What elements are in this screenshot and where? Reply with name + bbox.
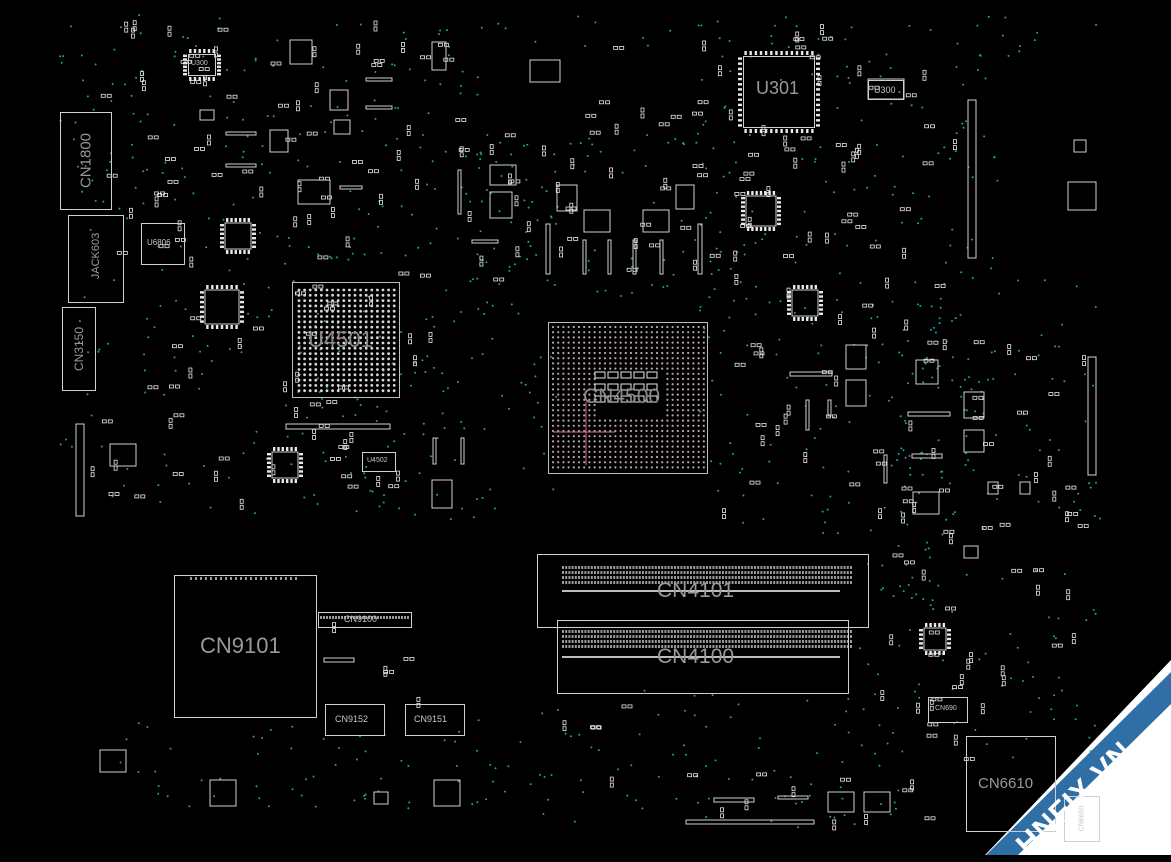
u300-top-chip[interactable] — [188, 54, 216, 76]
cn4500-socket[interactable] — [548, 322, 708, 474]
jack603-label: JACK603 — [90, 232, 102, 280]
u301-label: U301 — [756, 78, 800, 98]
u4501-label: U4501 — [308, 327, 373, 352]
cn9152-connector[interactable] — [325, 704, 385, 736]
u6806-label: U6806 — [147, 238, 171, 247]
cn690-label: CN690 — [935, 705, 957, 712]
u6806-chip[interactable] — [141, 223, 185, 265]
cn9151-connector[interactable] — [405, 704, 465, 736]
cn4100-label: CN4100 — [657, 645, 735, 668]
cn4500-label: CN4500 — [583, 385, 661, 408]
cn4100-slot[interactable] — [557, 620, 849, 694]
cn6600-connector[interactable] — [1064, 796, 1100, 842]
cn3150-label: CN3150 — [72, 326, 86, 372]
u301-chip[interactable] — [743, 56, 815, 128]
cn6610-label: CN6610 — [978, 775, 1034, 792]
u4502-label: U4502 — [367, 457, 388, 464]
cn9101-connector[interactable] — [174, 575, 317, 718]
cn9151-label: CN9151 — [414, 714, 448, 724]
cn1800-connector[interactable] — [60, 112, 112, 210]
u300-top-label: U300 — [191, 60, 208, 67]
jack603-connector[interactable] — [68, 215, 124, 303]
u300-chip[interactable] — [868, 80, 904, 100]
cn6610-connector[interactable] — [966, 736, 1056, 832]
cn9100-label: CN9100 — [344, 614, 378, 624]
u300-label: U300 — [874, 85, 896, 95]
cn9101-label: CN9101 — [200, 633, 281, 658]
cn690-connector[interactable] — [928, 697, 968, 723]
u4501-chip[interactable] — [292, 282, 400, 398]
cn9100-connector[interactable] — [318, 612, 412, 628]
u4502-chip[interactable] — [362, 452, 396, 472]
cn3150-connector[interactable] — [62, 307, 96, 391]
cn4101-slot[interactable] — [537, 554, 869, 628]
cn1800-label: CN1800 — [77, 132, 95, 189]
cn4101-label: CN4101 — [657, 579, 735, 602]
cn9152-label: CN9152 — [335, 714, 369, 724]
